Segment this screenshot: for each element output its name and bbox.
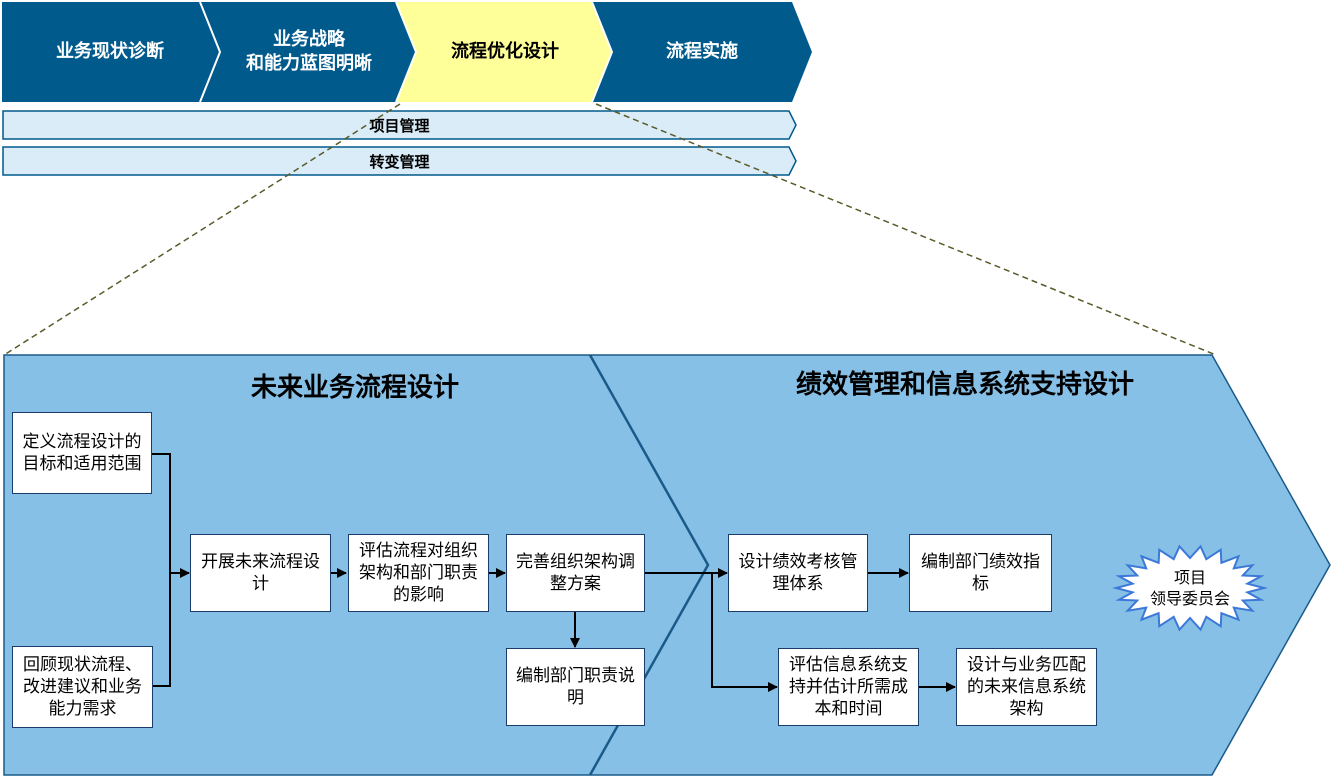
org-adjust-box: 完善组织架构调整方案 [506, 534, 645, 612]
right-section-title: 绩效管理和信息系统支持设计 [795, 370, 1134, 400]
it-architecture-box: 设计与业务匹配的未来信息系统架构 [956, 648, 1097, 726]
phase-separator-1 [199, 1, 222, 103]
steering-committee-label: 项目 领导委员会 [1149, 568, 1230, 608]
connector-define-merge [152, 453, 171, 573]
future-design-box: 开展未来流程设计 [190, 534, 331, 612]
define-goals-box: 定义流程设计的目标和适用范围 [12, 412, 152, 494]
change-management-bar [2, 146, 797, 176]
phase-label-1: 业务现状诊断 [56, 41, 164, 62]
phase-separator-2 [395, 1, 418, 103]
assess-impact-box: 评估流程对组织架构和部门职责的影响 [348, 534, 489, 612]
change-management-label: 转变管理 [369, 152, 430, 171]
phase-separator-3 [591, 1, 614, 103]
project-management-label: 项目管理 [369, 116, 430, 135]
phase-label-2: 业务战略 和能力蓝图明晰 [246, 29, 372, 74]
phase-chevron-2 [200, 2, 418, 102]
zoom-line-right [595, 103, 1217, 356]
phase-chevron-1 [2, 2, 222, 102]
phase-chevron-4 [592, 2, 812, 102]
project-management-bar [2, 110, 797, 140]
connector-review-merge [153, 573, 171, 687]
review-current-box: 回顾现状流程、改进建议和业务能力需求 [12, 646, 153, 728]
it-assess-box: 评估信息系统支持并估计所需成本和时间 [778, 648, 919, 726]
phase-chevron-3 [396, 2, 614, 102]
connector-branch-down [711, 573, 760, 688]
phase-label-3: 流程优化设计 [451, 41, 559, 62]
dept-duties-box: 编制部门职责说明 [506, 648, 645, 726]
perf-system-box: 设计绩效考核管理体系 [728, 534, 868, 612]
zoom-line-left [3, 103, 401, 356]
left-section-title: 未来业务流程设计 [250, 373, 459, 403]
perf-indicators-box: 编制部门绩效指标 [909, 534, 1052, 612]
phase-label-4: 流程实施 [666, 41, 738, 62]
steering-committee-star [1112, 544, 1268, 632]
